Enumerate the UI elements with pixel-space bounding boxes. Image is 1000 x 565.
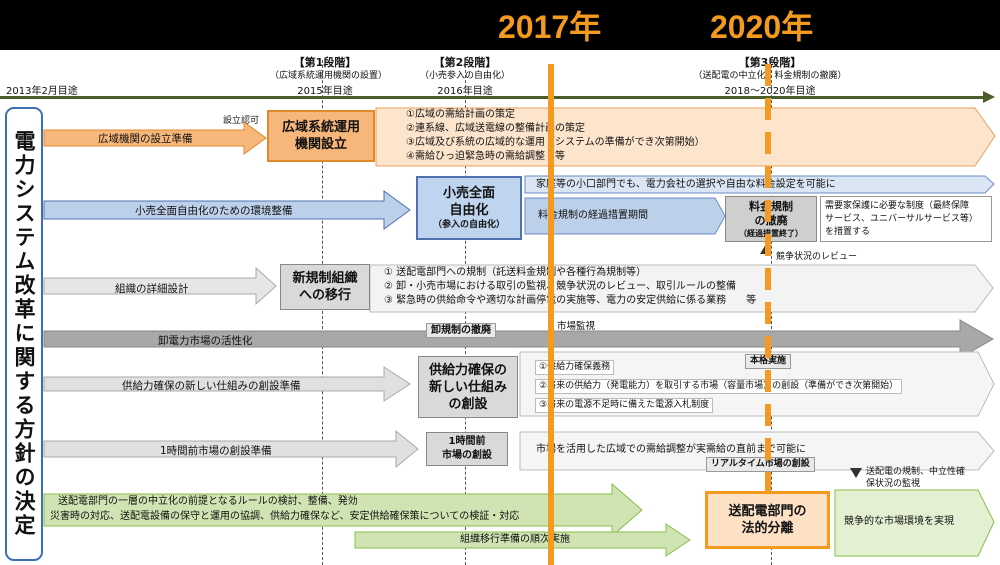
- r4-monitor-label: 市場監視: [557, 321, 596, 332]
- r6-main-box: 1時間前 市場の創設: [426, 432, 508, 466]
- r3-box-line2: への移行: [298, 288, 351, 303]
- r5-prep-arrow: [43, 366, 411, 402]
- r2-transition-text: 料金規制の経過措置期間: [538, 210, 648, 221]
- r3-prep-arrow: [43, 266, 277, 306]
- approval-label: 設立認可: [223, 116, 260, 126]
- r5-prep-label: 供給力確保の新しい仕組みの創設準備: [122, 380, 301, 392]
- r6-after-note: 送配電の規制、中立性確 保状況の監視: [866, 466, 965, 490]
- r2-protect-line1: 需要家保護に必要な制度（最終保障: [825, 200, 970, 211]
- timeline-arrow-head: [983, 91, 995, 103]
- stage-1-divider: [322, 60, 323, 565]
- r2-protect-box: 需要家保護に必要な制度（最終保障 サービス、ユニバーサルサービス等） を措置する: [820, 196, 992, 242]
- year-2017-label: 2017年: [498, 9, 602, 45]
- r7-main-box: 送配電部門の 法的分離: [705, 491, 830, 549]
- policy-decision-box: 電力システム改革に関する方針の決定: [5, 107, 43, 561]
- r5-box-line3: の創設: [448, 396, 488, 412]
- r7-prep-line1: 送配電部門の一層の中立化の前提となるルールの検討、整備、発効: [58, 496, 358, 507]
- timeline-start-label: 2013年2月目途: [6, 86, 78, 97]
- r1-item-1: ①広域の需給計画の策定: [406, 109, 515, 120]
- r2-transition-bar: [524, 197, 726, 235]
- r6-box-line2: 市場の創設: [442, 450, 492, 461]
- r5-item-2: ②将来の供給力（発電能力）を取引する市場（容量市場）の創設（準備ができ次第開始）: [535, 379, 903, 394]
- year-2020-marker-line: [765, 64, 771, 494]
- r2-protect-line3: を措置する: [825, 226, 871, 237]
- r2-abolish-line3: （経過措置終了）: [739, 228, 803, 238]
- r6-after-line1: 送配電の規制、中立性確: [866, 467, 966, 477]
- r2-top-bar: [524, 175, 995, 194]
- r1-item-4: ④需給ひっ迫緊急時の需給調整 等: [406, 151, 565, 162]
- stage-2-date: 2016年目途: [437, 86, 493, 97]
- r3-box-line1: 新規制組織: [292, 271, 358, 286]
- r2-box-line1: 小売全面: [442, 186, 495, 201]
- stage-3-date: 2018～2020年目途: [724, 86, 816, 97]
- r5-box-line1: 供給力確保の: [428, 362, 507, 378]
- r2-main-box: 小売全面 自由化 （参入の自由化）: [416, 176, 522, 240]
- r2-box-line2: 自由化: [449, 203, 489, 218]
- stage-3-title: 【第3段階】: [738, 56, 802, 69]
- r4-prep-label: 卸電力市場の活性化: [158, 335, 253, 347]
- r6-text-arrow: [519, 431, 995, 471]
- r1-item-3: ③広域及び系統の広域的な運用（システムの準備ができ次第開始）: [406, 137, 705, 148]
- r1-main-box: 広域系統運用 機関設立: [267, 110, 375, 162]
- stage-1-title: 【第1段階】: [293, 56, 357, 69]
- r2-prep-arrow: [43, 190, 411, 230]
- stage-1-label: 【第1段階】 （広域系統運用機関の設置） 2015年目途: [270, 54, 388, 97]
- r6-after-line2: 保状況の監視: [866, 479, 921, 489]
- r7-box-line1: 送配電部門の: [728, 504, 807, 519]
- r6-monitor-arrow: [850, 468, 862, 478]
- r4-market-arrow: [43, 319, 995, 359]
- r7-box-line2: 法的分離: [741, 521, 794, 536]
- r5-main-box: 供給力確保の 新しい仕組み の創設: [418, 356, 518, 418]
- stage-1-date: 2015年目途: [297, 86, 353, 97]
- r6-box-line1: 1時間前: [448, 436, 486, 447]
- r3-prep-label: 組織の詳細設計: [115, 283, 189, 295]
- r7-result-arrow: [834, 489, 995, 557]
- r5-item-1: ①供給力確保義務: [535, 360, 615, 375]
- r1-prep-label: 広域機関の設立準備: [98, 133, 193, 145]
- r7-prep3-arrow: [354, 523, 691, 557]
- r6-realtime-tag: リアルタイム市場の創設: [706, 457, 815, 472]
- r3-item-2: ② 卸・小売市場における取引の監視、競争状況のレビュー、取引ルールの整備: [384, 281, 737, 292]
- r1-box-line1: 広域系統運用: [281, 120, 360, 135]
- r2-top-text: 家庭等の小口部門でも、電力会社の選択や自由な料金設定を可能に: [536, 179, 836, 190]
- stage-2-subtitle: （小売参入の自由化）: [419, 71, 510, 81]
- r1-box-line2: 機関設立: [294, 137, 347, 152]
- r7-prep3-label: 組織移行準備の順次実施: [460, 534, 570, 545]
- r1-item-2: ②連系線、広域送電線の整備計画の策定: [406, 123, 585, 134]
- r2-prep-label: 小売全面自由化のための環境整備: [135, 205, 293, 217]
- stage-1-subtitle: （広域系統運用機関の設置）: [270, 71, 388, 81]
- r7-prep-arrow: [43, 482, 643, 538]
- r1-items-arrow: [375, 107, 996, 167]
- r6-prep-label: 1時間前市場の創設準備: [160, 445, 272, 457]
- r2-protect-line2: サービス、ユニバーサルサービス等）: [825, 213, 978, 224]
- r7-prep-line2: 災害時の対応、送配電設備の保守と運用の協調、供給力確保など、安定供給確保策につい…: [50, 511, 520, 522]
- r6-text: 市場を活用した広域での需給調整が実需給の直前まで可能に: [536, 444, 806, 455]
- year-2020-label: 2020年: [710, 9, 814, 45]
- r3-item-3: ③ 緊急時の供給命令や適切な計画停電の実施等、電力の安定供給に係る業務 等: [384, 295, 757, 306]
- r6-prep-arrow: [43, 429, 419, 469]
- r2-review-label: 競争状況のレビュー: [776, 252, 858, 262]
- timeline-line: [0, 96, 985, 99]
- r3-item-1: ① 送配電部門への規制（託送料金規制や各種行為規制等）: [384, 267, 647, 278]
- r2-box-line3: （参入の自由化）: [432, 220, 505, 230]
- r5-box-line2: 新しい仕組み: [428, 379, 507, 395]
- r4-abolish-tag: 卸規制の撤廃: [426, 323, 496, 338]
- policy-decision-text: 電力システム改革に関する方針の決定: [12, 130, 36, 538]
- year-2017-marker-line: [548, 64, 554, 565]
- r5-item-3: ③将来の電源不足時に備えた電源入札制度: [535, 398, 714, 413]
- r3-items-arrow: [369, 264, 994, 313]
- r1-prep-arrow: [43, 121, 267, 155]
- r7-result-text: 競争的な市場環境を実現: [844, 516, 954, 527]
- r3-main-box: 新規制組織 への移行: [280, 264, 370, 310]
